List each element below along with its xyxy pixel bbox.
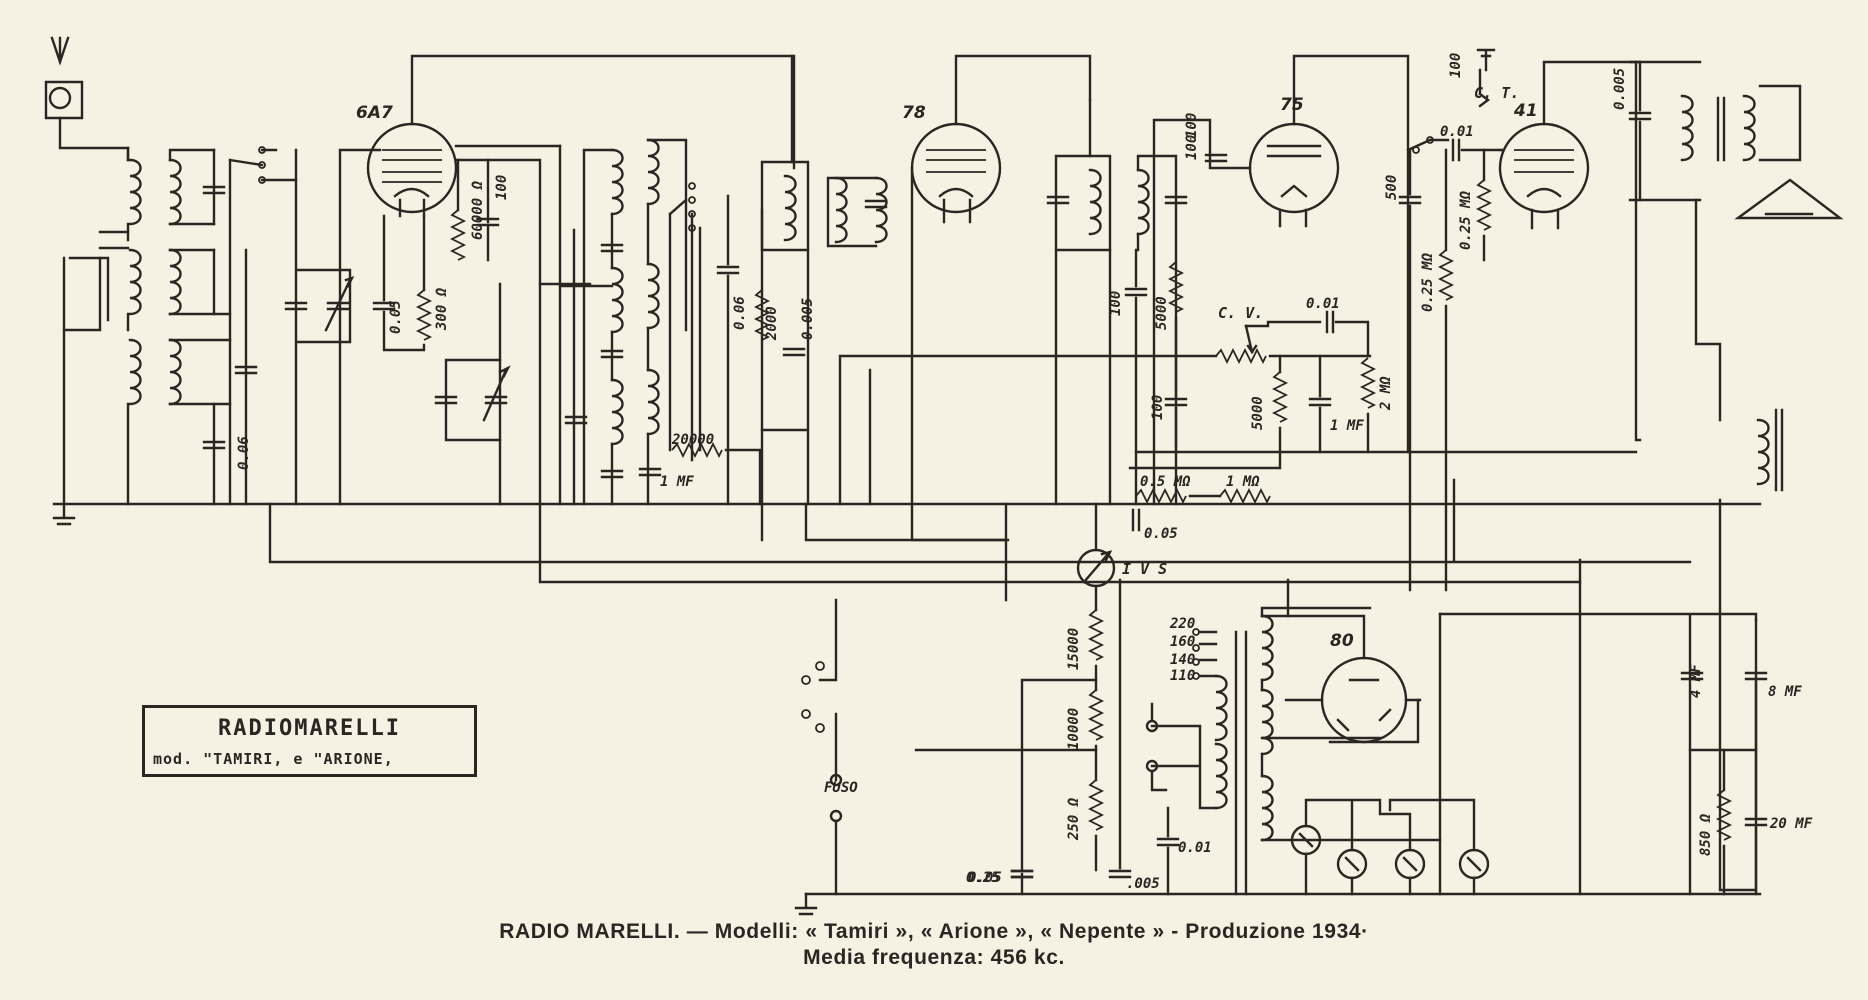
cap-label: 4 MF (1688, 664, 1704, 698)
cap-label: 20 MF (1769, 816, 1813, 832)
power-switch: FUSO (801, 598, 858, 896)
cap-label: 0.01 (1306, 296, 1340, 312)
resistor-label: 300 Ω (434, 287, 450, 331)
resistor-label: 20000 (671, 432, 714, 448)
tube-label-80: 80 (1330, 631, 1354, 651)
variable-capacitor-1 (284, 148, 355, 506)
cap-label: 100 (1448, 53, 1464, 78)
speaker-icon (1734, 178, 1844, 220)
resistor-label: 2 MΩ (1378, 376, 1394, 411)
cap-label: 100 (1150, 395, 1166, 420)
volume-label: C. V. (1218, 304, 1263, 322)
cap-label: 8 MF (1768, 684, 1802, 700)
ground-rail (794, 872, 1762, 916)
caption-line-1: RADIO MARELLI. — Modelli: « Tamiri », « … (499, 920, 1369, 943)
cap-label: 500 (1384, 175, 1400, 200)
resistor-label: 5000 (1250, 396, 1266, 430)
cap-label: 0.01 (1178, 840, 1212, 856)
antenna-coil-bank (62, 146, 232, 506)
tube-80: 80 (1284, 614, 1422, 744)
volume-control: C. V. 0.01 (1174, 296, 1372, 363)
stamp-title: RADIOMARELLI (218, 716, 401, 741)
cap-label: 1 MF (1330, 418, 1364, 434)
tube-6a7: 6A7 (338, 54, 796, 506)
output-transformer: 0.005 (1612, 60, 1802, 202)
cap-label: 0.05 (1144, 526, 1178, 542)
tube-75: 75 (1152, 54, 1410, 506)
tube-78: 78 (902, 54, 1092, 542)
cap-label: 100 (494, 175, 510, 200)
pilot-lamps (1290, 798, 1490, 896)
cap-label: 100 (1184, 113, 1200, 138)
resistor-label: 15000 (1066, 628, 1082, 670)
indicator-ivs: I V S (1076, 502, 1167, 612)
tube-41: 41 (1498, 60, 1642, 230)
band-switch-1 (228, 146, 298, 506)
tube-label-6a7: 6A7 (356, 103, 393, 123)
fuse-label: FUSO (824, 780, 858, 796)
resistor-label: 60000 Ω (470, 180, 486, 240)
resistor-label: 2000 (764, 306, 780, 341)
resistor-label: 0.5 MΩ (1140, 474, 1191, 490)
resistor-label: 5000 (1154, 296, 1170, 330)
voltage-label: 220 (1169, 616, 1195, 632)
antenna-icon (44, 36, 130, 162)
wave-switch (668, 182, 702, 462)
cap-label: 100 (1184, 135, 1200, 160)
coupling-section: 0.01 500 0.25 MΩ 0.25 MΩ 100 C. T. (1384, 48, 1519, 592)
ct-label: C. T. (1474, 84, 1519, 102)
cap-label: 0.01 (1440, 124, 1474, 140)
cap-label: 0.05 (968, 870, 1002, 886)
resistor-label: 850 Ω (1698, 813, 1714, 856)
cap-label: .005 (1126, 876, 1160, 892)
if-transformer-1: 2000 0.005 (755, 54, 816, 506)
ground-icon (52, 502, 1762, 526)
voltage-label: 160 (1170, 634, 1195, 650)
resistor-label: 250 Ω (1066, 797, 1082, 841)
cap-label: 1 MF (660, 474, 694, 490)
cap-label: 0.06 (236, 436, 252, 470)
if-transformer-3 (1046, 98, 1112, 506)
cap-label: 0.06 (732, 296, 748, 330)
voltage-label: 110 (1170, 668, 1195, 684)
model-stamp: RADIOMARELLI mod. "TAMIRI, e "ARIONE, (142, 705, 477, 777)
variable-capacitor-2 (434, 282, 511, 506)
resistor-label: 1 MΩ (1226, 474, 1260, 490)
cap-label: 0.005 (1612, 68, 1628, 110)
cap-label: 0.005 (800, 298, 816, 340)
resistor-label: 10000 (1066, 708, 1082, 750)
tube-label-78: 78 (902, 103, 926, 123)
cap-label: 0.25 (966, 870, 1000, 886)
field-coil (1694, 198, 1784, 892)
stamp-subtitle: mod. "TAMIRI, e "ARIONE, (153, 750, 394, 768)
resistor-label: 0.25 MΩ (1458, 190, 1474, 250)
resistor-label: 0.25 MΩ (1420, 252, 1436, 312)
caption-line-2: Media frequenza: 456 kc. (803, 946, 1065, 969)
if-transformer-2 (826, 176, 888, 248)
cap-label: 100 (1108, 291, 1124, 316)
if-coil-bank-1 (538, 138, 688, 506)
tube-label-75: 75 (1280, 95, 1304, 115)
voltage-label: 140 (1170, 652, 1195, 668)
cap-label: 0.05 (388, 300, 404, 334)
filter-section: 4 MF 8 MF 850 Ω 20 MF (1438, 612, 1813, 896)
indicator-label: I V S (1122, 560, 1167, 578)
tube-label-41: 41 (1513, 101, 1538, 121)
